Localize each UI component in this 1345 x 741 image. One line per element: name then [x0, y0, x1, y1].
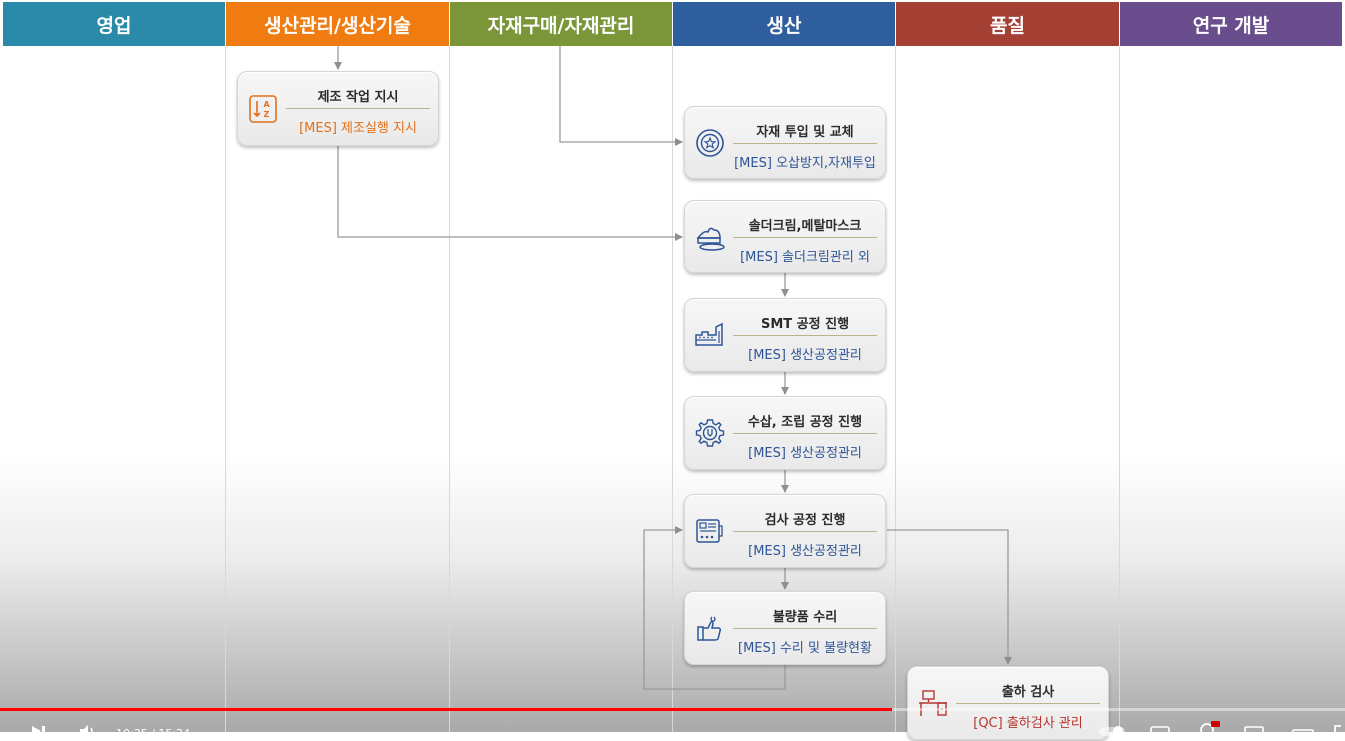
card-shipping-inspection[interactable]: 출하 검사 [QC] 출하검사 관리	[907, 666, 1109, 740]
card-work-order[interactable]: A Z 제조 작업 지시 [MES] 제조실행 지시	[237, 71, 439, 146]
settings-hd-icon[interactable]	[1198, 720, 1222, 737]
card-subtitle: [MES] 생산공정관리	[748, 544, 862, 559]
sort-az-icon: A Z	[246, 92, 280, 126]
lane-label: 연구 개발	[1192, 14, 1270, 37]
theater-mode-icon[interactable]	[1292, 726, 1314, 741]
card-divider	[733, 143, 877, 144]
card-title: SMT 공정 진행	[760, 317, 850, 332]
card-subtitle: [MES] 오삽방지,자재투입	[734, 156, 876, 171]
card-title: 솔더크림,메탈마스크	[748, 219, 862, 234]
lane-header-quality: 품질	[896, 2, 1119, 46]
card-divider	[733, 531, 877, 532]
arrow-material-to-input	[559, 46, 683, 146]
lane-header-sales: 영업	[3, 2, 225, 46]
card-title: 수삽, 조립 공정 진행	[747, 415, 863, 430]
card-inspection-process[interactable]: 검사 공정 진행 [MES] 생산공정관리	[684, 494, 886, 568]
card-title: 불량품 수리	[772, 610, 838, 625]
card-material-input[interactable]: 자재 투입 및 교체 [MES] 오삽방지,자재투입	[684, 106, 886, 179]
lane-divider	[672, 46, 673, 732]
card-divider	[733, 335, 877, 336]
video-progress-fill[interactable]	[0, 708, 892, 711]
lane-label: 품질	[990, 14, 1025, 37]
gear-wrench-icon	[693, 416, 727, 450]
card-title: 출하 검사	[1001, 685, 1055, 700]
badge-star-icon	[693, 126, 727, 160]
card-title: 검사 공정 진행	[764, 513, 846, 528]
lane-label: 영업	[96, 14, 132, 37]
card-subtitle: [MES] 생산공정관리	[748, 348, 862, 363]
factory-icon	[693, 318, 727, 352]
svg-text:Z: Z	[264, 110, 270, 119]
arrow-repair-loop	[643, 526, 786, 690]
lane-header-material-purchasing: 자재구매/자재관리	[450, 2, 672, 46]
card-defect-repair[interactable]: 불량품 수리 [MES] 수리 및 불량현황	[684, 591, 886, 665]
video-time: 10:35 / 15:24	[116, 727, 191, 740]
card-subtitle: [MES] 수리 및 불량현황	[738, 641, 872, 656]
desk-computer-icon	[916, 686, 950, 720]
lane-divider	[225, 46, 226, 732]
card-smt-process[interactable]: SMT 공정 진행 [MES] 생산공정관리	[684, 298, 886, 372]
miniplayer-icon[interactable]	[1244, 725, 1264, 740]
card-title: 자재 투입 및 교체	[756, 125, 854, 140]
card-divider	[286, 108, 430, 109]
card-solder-cream[interactable]: 솔더크림,메탈마스크 [MES] 솔더크림관리 외	[684, 200, 886, 273]
lane-divider	[1119, 46, 1120, 732]
lane-header-production: 생산	[673, 2, 895, 46]
fullscreen-icon[interactable]	[1334, 724, 1344, 738]
arrow-inspection-to-shipping	[887, 529, 1012, 665]
lane-label: 자재구매/자재관리	[487, 14, 635, 37]
card-divider	[733, 237, 877, 238]
svg-text:A: A	[264, 100, 271, 109]
card-title: 제조 작업 지시	[317, 90, 399, 105]
cream-jar-icon	[693, 220, 727, 254]
lane-header-production-management: 생산관리/생산기술	[226, 2, 449, 46]
card-subtitle: [MES] 솔더크림관리 외	[740, 250, 870, 265]
inspection-device-icon	[693, 514, 727, 548]
card-divider	[733, 433, 877, 434]
card-divider	[733, 628, 877, 629]
lane-divider	[895, 46, 896, 732]
card-subtitle: [QC] 출하검사 관리	[973, 716, 1083, 731]
subtitles-icon[interactable]	[1150, 725, 1170, 740]
card-divider	[956, 703, 1100, 704]
volume-icon[interactable]	[78, 724, 98, 741]
lane-label: 생산	[766, 14, 802, 37]
card-subtitle: [MES] 제조실행 지시	[299, 121, 417, 136]
hand-repair-icon	[693, 611, 727, 645]
card-assembly-process[interactable]: 수삽, 조립 공정 진행 [MES] 생산공정관리	[684, 396, 886, 470]
card-subtitle: [MES] 생산공정관리	[748, 446, 862, 461]
lane-divider	[449, 46, 450, 732]
arrow-work-order-to-solder	[337, 146, 683, 241]
lane-header-rnd: 연구 개발	[1120, 2, 1342, 46]
lane-label: 생산관리/생산기술	[264, 14, 411, 37]
skip-next-icon[interactable]	[30, 724, 48, 741]
